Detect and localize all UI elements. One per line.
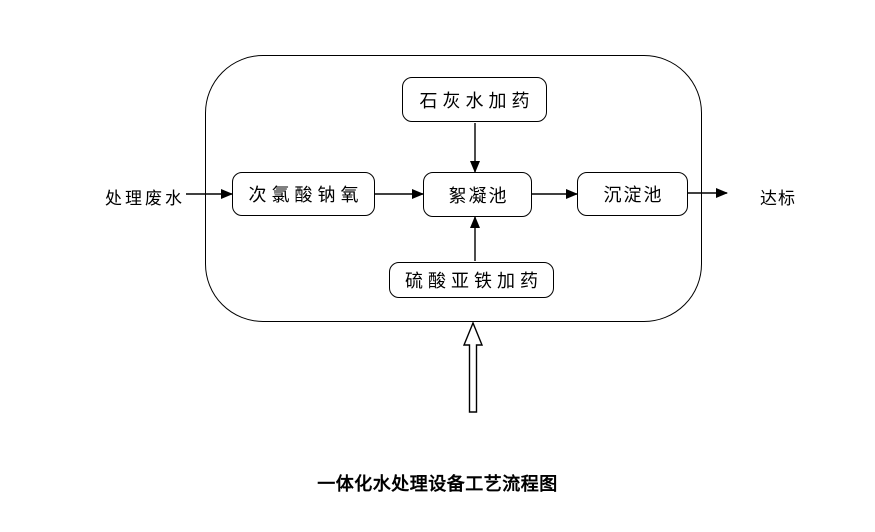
node-lime-water-dosing: 石灰水加药 xyxy=(402,77,547,122)
system-boundary xyxy=(205,55,702,322)
input-label: 处理废水 xyxy=(105,189,185,208)
node-flocculation-tank: 絮凝池 xyxy=(423,172,532,217)
node-ferrous-sulfate-dosing: 硫酸亚铁加药 xyxy=(389,262,554,298)
diagram-caption: 一体化水处理设备工艺流程图 xyxy=(317,474,558,494)
node-sedimentation-tank: 沉淀池 xyxy=(577,172,688,216)
output-label: 达标 xyxy=(760,189,796,208)
hollow-bottom-arrow xyxy=(462,321,484,413)
node-sodium-hypochlorite: 次氯酸钠氧 xyxy=(232,172,375,216)
